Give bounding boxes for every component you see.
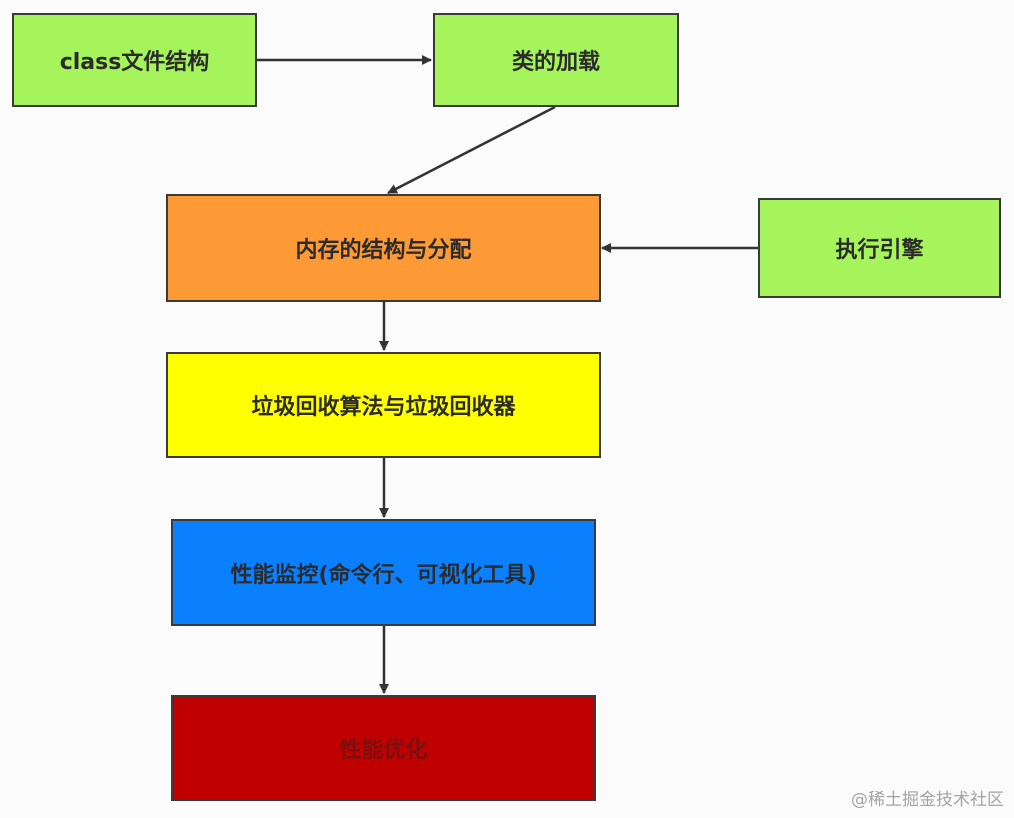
execution-engine-node: 执行引擎 [758,198,1001,298]
class-structure-node: class文件结构 [12,13,257,107]
watermark: @稀土掘金技术社区 [851,790,1004,810]
class-loading-node: 类的加载 [433,13,679,107]
memory-structure-label: 内存的结构与分配 [295,238,472,263]
class-loading-label: 类的加载 [511,50,600,75]
execution-engine-label: 执行引擎 [835,238,924,263]
performance-monitoring-label: 性能监控(命令行、可视化工具) [230,562,537,588]
garbage-collection-node: 垃圾回收算法与垃圾回收器 [166,352,601,458]
performance-optimization-node: 性能优化 [171,695,596,801]
class-structure-label: class文件结构 [59,50,210,75]
performance-optimization-label: 性能优化 [339,738,428,763]
arrow-loading-to-memory [387,105,556,195]
performance-monitoring-node: 性能监控(命令行、可视化工具) [171,519,596,626]
garbage-collection-label: 垃圾回收算法与垃圾回收器 [251,395,516,420]
memory-structure-node: 内存的结构与分配 [166,194,601,302]
